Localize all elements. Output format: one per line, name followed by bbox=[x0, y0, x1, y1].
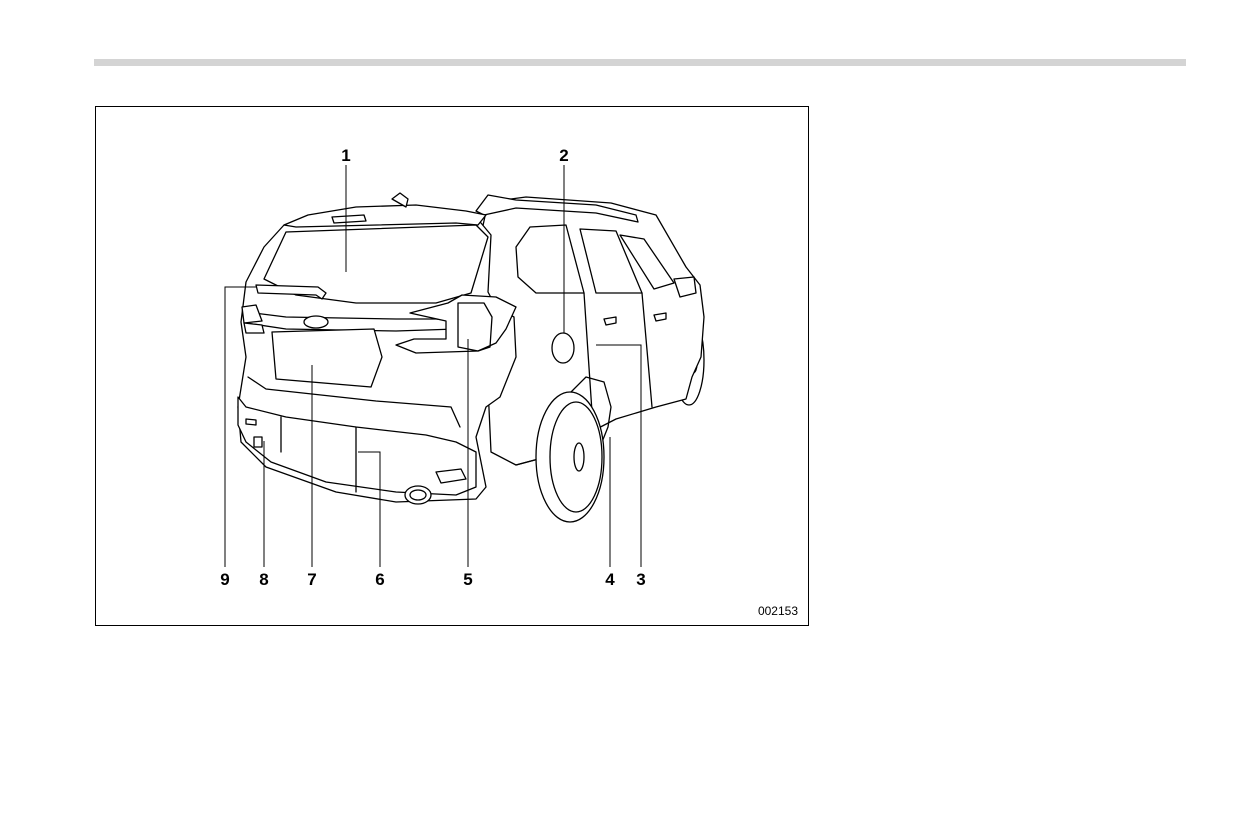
callout-3: 3 bbox=[636, 570, 645, 589]
callout-labels: 1 2 3 4 5 6 7 8 9 002153 bbox=[220, 146, 798, 618]
rear-door-handle bbox=[603, 316, 617, 326]
rear-window bbox=[263, 224, 489, 304]
callout-4: 4 bbox=[605, 570, 615, 589]
callout-1: 1 bbox=[341, 146, 350, 165]
fuel-filler-door bbox=[551, 332, 575, 364]
rear-combination-light-outline bbox=[457, 302, 493, 352]
rear-wiper bbox=[255, 284, 327, 300]
rear-left-tire bbox=[535, 391, 605, 523]
tailgate-lower-edge bbox=[247, 376, 461, 428]
rear-bumper bbox=[237, 396, 477, 496]
callout-2: 2 bbox=[559, 146, 568, 165]
front-door-window bbox=[619, 234, 675, 290]
figure-code: 002153 bbox=[758, 604, 798, 618]
callout-7: 7 bbox=[307, 570, 316, 589]
page-header-rule bbox=[94, 59, 1186, 66]
side-mirror bbox=[673, 276, 697, 298]
tail-light-left-lower bbox=[243, 322, 265, 334]
leader-6 bbox=[358, 451, 381, 567]
callout-5: 5 bbox=[463, 570, 472, 589]
front-door-handle bbox=[653, 312, 667, 322]
shark-fin-antenna bbox=[391, 192, 409, 208]
callout-6: 6 bbox=[375, 570, 384, 589]
vehicle-rear-exterior-figure: 1 2 3 4 5 6 7 8 9 002153 bbox=[95, 106, 809, 626]
rear-combination-light bbox=[395, 294, 517, 354]
rear-emblem bbox=[303, 315, 329, 329]
rear-left-rim bbox=[549, 401, 603, 513]
roof-rail bbox=[475, 194, 639, 223]
exhaust-tip-inner bbox=[409, 489, 427, 501]
rear-quarter-window bbox=[515, 224, 585, 294]
callout-9: 9 bbox=[220, 570, 229, 589]
bumper-panel-lines bbox=[280, 416, 357, 493]
vehicle-line-art: 1 2 3 4 5 6 7 8 9 002153 bbox=[220, 146, 798, 618]
rear-view-camera bbox=[253, 436, 263, 448]
suv-rear-three-quarter-drawing bbox=[237, 192, 705, 523]
leader-9 bbox=[224, 286, 256, 567]
rear-left-hub bbox=[573, 442, 585, 472]
door-seam-rear bbox=[583, 292, 593, 413]
rear-reflector bbox=[245, 418, 257, 426]
door-seam-front bbox=[641, 292, 653, 408]
callout-8: 8 bbox=[259, 570, 268, 589]
high-mount-brake-light bbox=[331, 214, 367, 224]
exhaust-tip bbox=[404, 485, 432, 505]
leader-3 bbox=[596, 344, 642, 567]
callout-leaders bbox=[224, 165, 642, 567]
license-plate-area bbox=[271, 328, 383, 388]
tail-light-left-upper bbox=[241, 304, 263, 324]
rear-fog-light bbox=[435, 468, 467, 484]
